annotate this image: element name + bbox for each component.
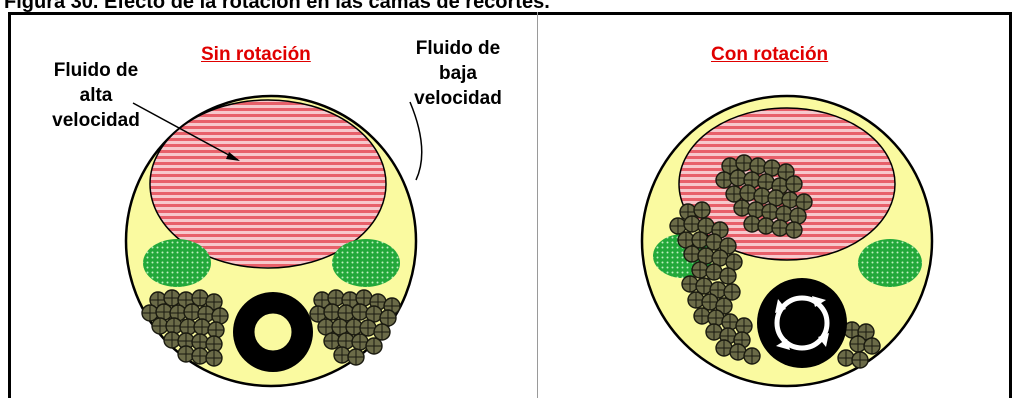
panel-no-rotation-diagram	[124, 94, 423, 388]
cutting-particle	[739, 184, 757, 202]
drill-pipe-bore	[774, 295, 830, 351]
cutting-particle	[785, 221, 803, 239]
label-line: Fluido de	[53, 60, 139, 81]
cutting-particle	[735, 154, 753, 172]
label-line: baja	[438, 63, 478, 84]
panel-divider	[537, 12, 538, 398]
cutting-particle	[719, 267, 737, 285]
drill-pipe-bore	[253, 312, 293, 352]
low-velocity-zone-right	[858, 239, 922, 287]
label-line: Fluido de	[415, 38, 501, 59]
cutting-particle	[373, 323, 391, 341]
cutting-particle	[347, 348, 365, 366]
panel-title-no-rotation: Sin rotación	[201, 44, 311, 65]
label-line: velocidad	[414, 88, 502, 109]
label-line: velocidad	[52, 110, 140, 131]
cutting-particle	[851, 351, 869, 369]
cutting-particle	[205, 349, 223, 367]
cutting-particle	[365, 337, 383, 355]
arrowhead	[226, 152, 240, 161]
label-high-velocity: Fluido de alta velocidad	[28, 58, 164, 133]
panel-title-rotation: Con rotación	[711, 44, 829, 65]
cutting-particle	[785, 175, 803, 193]
high-velocity-zone	[149, 99, 387, 269]
cutting-particle	[863, 337, 881, 355]
cutting-particle	[693, 201, 711, 219]
low-velocity-zone-left	[143, 239, 211, 287]
low-velocity-zone-right	[332, 239, 400, 287]
figure-frame	[8, 12, 1012, 398]
cutting-particle	[193, 318, 211, 336]
label-low-velocity: Fluido de baja velocidad	[388, 36, 528, 111]
cutting-particle	[743, 347, 761, 365]
rotation-arrows-icon	[775, 296, 829, 350]
cutting-particle	[723, 283, 741, 301]
pointer-line-low-velocity	[409, 101, 423, 181]
label-line: alta	[79, 85, 113, 106]
figure-title: Figura 30. Efecto de la rotación en las …	[4, 0, 550, 13]
panel-rotation-diagram	[640, 94, 934, 388]
pointer-arrow-high-velocity	[132, 102, 239, 161]
